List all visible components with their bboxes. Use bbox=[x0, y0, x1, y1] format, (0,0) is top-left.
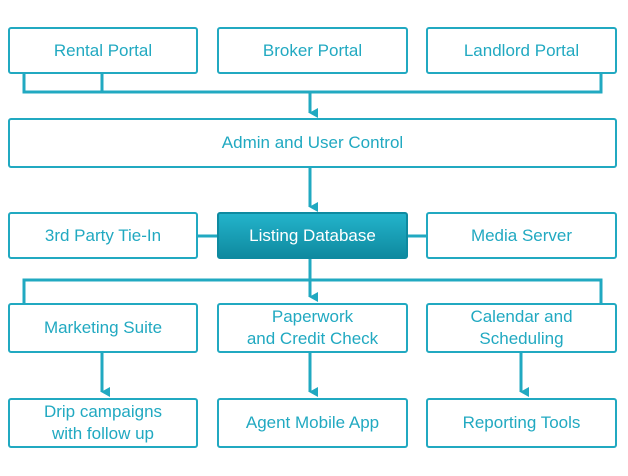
admin-control-box: Admin and User Control bbox=[8, 118, 617, 168]
broker-portal-label: Broker Portal bbox=[262, 40, 363, 60]
paperwork-box: Paperwork and Credit Check bbox=[217, 303, 408, 353]
landlord-portal-box: Landlord Portal bbox=[426, 27, 617, 74]
media-server-label: Media Server bbox=[470, 225, 573, 245]
reporting-tools-label: Reporting Tools bbox=[462, 413, 581, 432]
listing-database-label: Listing Database bbox=[249, 225, 376, 245]
drip-campaigns-box: Drip campaigns with follow up bbox=[8, 398, 198, 448]
landlord-portal-label: Landlord Portal bbox=[463, 40, 580, 60]
broker-portal-box: Broker Portal bbox=[217, 27, 408, 74]
rental-portal-box: Rental Portal bbox=[8, 27, 198, 74]
portals-bracket-line bbox=[22, 74, 603, 94]
drip-campaigns-label-line1: Drip campaigns bbox=[43, 402, 163, 421]
marketing-suite-box: Marketing Suite bbox=[8, 303, 198, 353]
modules-bracket-line bbox=[22, 278, 603, 303]
agent-mobile-app-label: Agent Mobile App bbox=[245, 413, 380, 432]
paperwork-label-line1: Paperwork bbox=[271, 307, 354, 326]
calendar-label-line1: Calendar and bbox=[470, 307, 573, 326]
rental-portal-label: Rental Portal bbox=[53, 40, 153, 60]
reporting-tools-box: Reporting Tools bbox=[426, 398, 617, 448]
third-party-label: 3rd Party Tie-In bbox=[44, 225, 162, 245]
admin-control-label: Admin and User Control bbox=[221, 133, 404, 152]
media-server-box: Media Server bbox=[426, 212, 617, 259]
paperwork-label-line2: and Credit Check bbox=[246, 329, 379, 348]
marketing-suite-label: Marketing Suite bbox=[43, 318, 163, 337]
drip-campaigns-label-line2: with follow up bbox=[51, 424, 155, 443]
calendar-box: Calendar and Scheduling bbox=[426, 303, 617, 353]
agent-mobile-app-box: Agent Mobile App bbox=[217, 398, 408, 448]
third-party-box: 3rd Party Tie-In bbox=[8, 212, 198, 259]
listing-database-box: Listing Database bbox=[217, 212, 408, 259]
calendar-label-line2: Scheduling bbox=[479, 329, 564, 348]
